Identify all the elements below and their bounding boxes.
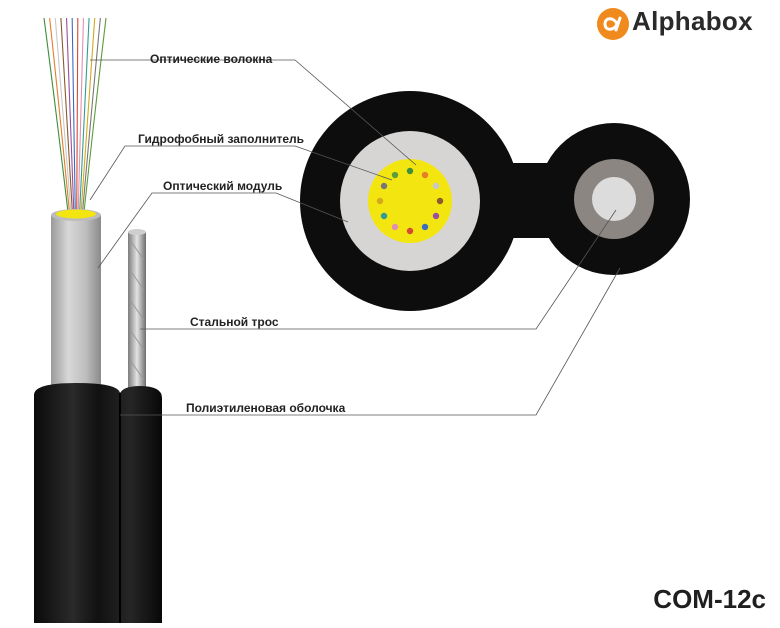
- fiber-dot: [406, 227, 414, 235]
- leader-module: [97, 192, 349, 269]
- fiber-dot: [376, 197, 384, 205]
- steel-inner-circle: [592, 177, 636, 221]
- steel-wire-strands: [129, 239, 145, 381]
- fiber-dot: [391, 223, 399, 231]
- fiber-strand: [83, 17, 107, 213]
- fiber-dot: [391, 171, 399, 179]
- fiber-strand: [49, 17, 71, 213]
- steel-wire-end: [128, 229, 146, 235]
- fiber-strand: [54, 17, 72, 213]
- fiber-strand: [60, 17, 73, 213]
- gel-circle: [368, 159, 452, 243]
- polyethylene-jacket: [34, 383, 162, 623]
- fiber-dot: [406, 167, 414, 175]
- alpha-logo-svg: [597, 8, 629, 40]
- leader-sheath: [120, 267, 621, 416]
- gel-end: [56, 209, 96, 219]
- fiber-dot: [421, 171, 429, 179]
- fiber-dot: [421, 223, 429, 231]
- leader-fibers: [90, 59, 417, 166]
- fiber-strand: [71, 17, 76, 213]
- label-fibers: Оптические волокна: [150, 52, 273, 66]
- fiber-dot: [380, 212, 388, 220]
- leader-steel: [140, 209, 617, 330]
- fiber-strand: [79, 17, 90, 213]
- fiber-dots: [376, 167, 444, 235]
- fiber-dot: [436, 197, 444, 205]
- fiber-dot: [432, 182, 440, 190]
- steel-wire: [128, 232, 146, 392]
- brand-name: Alphabox: [632, 6, 753, 36]
- label-gel: Гидрофобный заполнитель: [138, 132, 304, 146]
- fiber-strands: [43, 17, 107, 213]
- leader-gel: [89, 145, 393, 201]
- fiber-strand: [43, 17, 69, 213]
- optical-module-tube: [51, 215, 101, 390]
- model-name: COM-12c: [653, 584, 766, 614]
- alpha-logo-icon: [596, 7, 630, 41]
- label-module: Оптический модуль: [163, 179, 282, 193]
- cross-section: [300, 91, 690, 311]
- label-sheath: Полиэтиленовая оболочка: [186, 401, 346, 415]
- fiber-strand: [77, 17, 85, 213]
- fiber-strand: [76, 17, 79, 213]
- fiber-dot: [380, 182, 388, 190]
- fiber-dot: [432, 212, 440, 220]
- label-steel: Стальной трос: [190, 315, 279, 329]
- leader-lines: [89, 59, 621, 416]
- fiber-strand: [81, 17, 101, 213]
- fiber-strand: [65, 17, 75, 213]
- fiber-strand: [80, 17, 96, 213]
